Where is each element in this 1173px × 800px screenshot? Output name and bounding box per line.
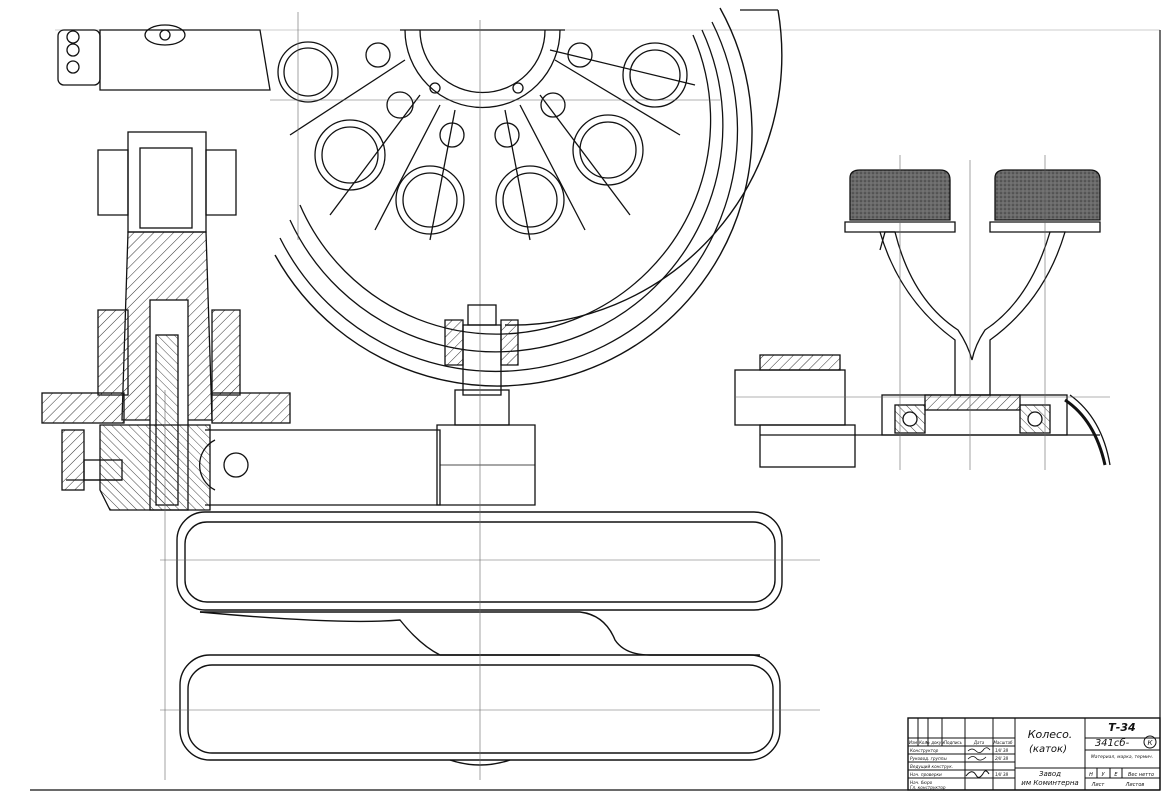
title-block-text: Колесо. (каток) Т-34 341сб- К Материал, … — [909, 721, 1157, 790]
role-row: Руковод. группы — [910, 756, 947, 761]
rev-date: 1/II 38 — [995, 748, 1009, 753]
part-subtitle: (каток) — [1029, 744, 1067, 755]
circled-mark-ring — [1143, 735, 1157, 749]
balancer-section-view — [41, 131, 291, 511]
role-row: Нач. проверки — [910, 772, 942, 777]
title-block — [907, 717, 1161, 791]
weight-label: Вес нетто — [1128, 772, 1154, 778]
signature — [967, 747, 991, 753]
mark-u: У — [1101, 772, 1105, 778]
wheel-face-view — [270, 7, 783, 387]
rev-header: Подпись — [944, 740, 963, 745]
rev-header: Дата — [973, 740, 985, 745]
scale-label: Масштаб — [993, 740, 1013, 745]
role-row: Гл. конструктор — [910, 785, 946, 790]
tank-model: Т-34 — [1108, 721, 1135, 734]
drawing-number: 341сб- — [1095, 737, 1130, 749]
mark-n: Н — [1089, 772, 1093, 778]
part-name: Колесо. — [1028, 728, 1073, 741]
rev-date: 2/II 38 — [995, 756, 1009, 761]
rev-header: Изм — [909, 740, 917, 745]
road-wheel-side-view — [160, 330, 820, 780]
signature — [965, 770, 990, 778]
factory-line2: им Коминтерна — [1021, 779, 1078, 787]
role-row: Ведущий конструк. — [910, 764, 953, 769]
rev-date: 1/II 38 — [995, 772, 1009, 777]
role-row: Нач. бюро — [910, 780, 933, 785]
axle-arm — [199, 304, 536, 506]
signature — [967, 756, 987, 761]
rev-header: № докум — [925, 740, 944, 745]
circled-mark: К — [1148, 739, 1154, 747]
mark-e: Е — [1114, 772, 1118, 778]
factory-line1: Завод — [1039, 770, 1061, 778]
wheel-cross-section — [734, 155, 1111, 470]
material-header: Материал, марка, термич. — [1091, 754, 1153, 760]
sheets-label: Листов — [1125, 782, 1145, 788]
sheet-label: Лист — [1091, 782, 1106, 788]
role-row: Конструктор — [910, 748, 939, 753]
balancer-arm-top — [57, 24, 271, 91]
rev-header: Кол — [919, 740, 927, 745]
